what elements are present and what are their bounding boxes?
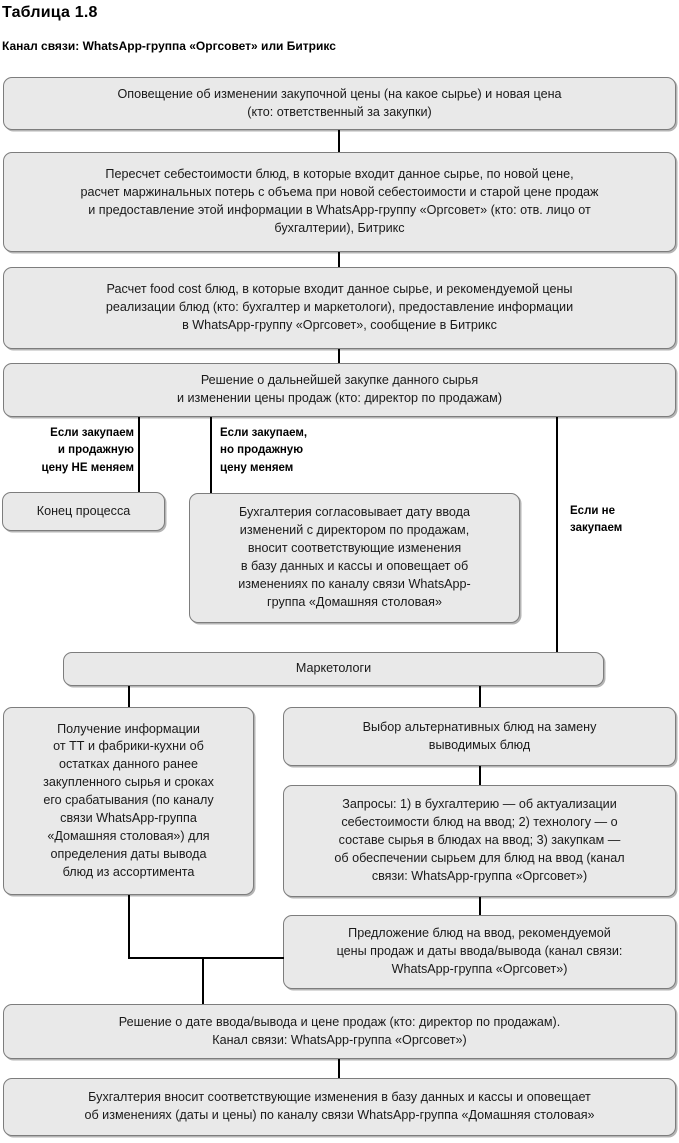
node-text: Бухгалтерия согласовывает дату ввода изм…	[238, 505, 471, 609]
node-text: Конец процесса	[36, 503, 131, 518]
node-text: Запросы: 1) в бухгалтерию — об актуализа…	[334, 797, 625, 883]
node-text: Решение о дальнейшей закупке данного сыр…	[176, 373, 503, 405]
connector-branch-left	[138, 417, 140, 493]
node-choose-alternatives[interactable]: Выбор альтернативных блюд на замену выво…	[283, 707, 676, 766]
node-text: Получение информации от ТТ и фабрики-кух…	[43, 721, 214, 879]
connector-stock-down	[128, 895, 130, 959]
connector-2-3	[338, 252, 340, 268]
node-text: Предложение блюд на ввод, рекомендуемой …	[336, 926, 623, 976]
connector-alt-requests	[479, 766, 481, 785]
page-title: Таблица 1.8	[2, 4, 98, 21]
node-decision-date-price[interactable]: Решение о дате ввода/вывода и цене прода…	[3, 1004, 676, 1059]
connector-requests-proposal	[479, 897, 481, 915]
connector-marketers-right	[479, 686, 481, 707]
label-branch-no-purchase: Если не закупаем	[570, 505, 623, 535]
node-text: Оповещение об изменении закупочной цены …	[117, 86, 562, 119]
node-text: Пересчет себестоимости блюд, в которые в…	[80, 167, 599, 235]
node-recalc-cost[interactable]: Пересчет себестоимости блюд, в которые в…	[3, 152, 676, 252]
channel-subtitle: Канал связи: WhatsApp-группа «Оргсовет» …	[2, 39, 336, 53]
node-text: Маркетологи	[295, 661, 372, 676]
label-branch-no-price-change: Если закупаем и продажную цену НЕ меняем	[41, 427, 134, 474]
node-marketers[interactable]: Маркетологи	[63, 652, 604, 686]
connector-branch-middle	[210, 417, 212, 493]
node-accounting-approves-date[interactable]: Бухгалтерия согласовывает дату ввода изм…	[189, 493, 520, 623]
node-text: Выбор альтернативных блюд на замену выво…	[362, 719, 597, 752]
node-notify-price-change[interactable]: Оповещение об изменении закупочной цены …	[3, 77, 676, 130]
node-text: Бухгалтерия вносит соответствующие измен…	[84, 1090, 595, 1122]
connector-12-13	[338, 1059, 340, 1078]
connector-merge-down	[202, 957, 204, 1004]
node-decision-purchase[interactable]: Решение о дальнейшей закупке данного сыр…	[3, 363, 676, 417]
node-end-of-process[interactable]: Конец процесса	[2, 492, 165, 531]
connector-branch-right	[556, 417, 558, 652]
node-food-cost[interactable]: Расчет food cost блюд, в которые входит …	[3, 267, 676, 349]
node-accounting-applies[interactable]: Бухгалтерия вносит соответствующие измен…	[3, 1078, 676, 1136]
connector-merge-horizontal	[128, 957, 284, 959]
connector-1-2	[338, 130, 340, 153]
label-branch-price-change: Если закупаем, но продажную цену меняем	[220, 427, 308, 474]
connector-3-4	[338, 349, 340, 364]
node-requests[interactable]: Запросы: 1) в бухгалтерию — об актуализа…	[283, 785, 676, 897]
node-proposal-dishes[interactable]: Предложение блюд на ввод, рекомендуемой …	[283, 915, 676, 989]
node-get-stock-info[interactable]: Получение информации от ТТ и фабрики-кух…	[3, 707, 254, 895]
connector-marketers-left	[128, 686, 130, 707]
node-text: Решение о дате ввода/вывода и цене прода…	[118, 1014, 561, 1047]
node-text: Расчет food cost блюд, в которые входит …	[105, 282, 574, 332]
